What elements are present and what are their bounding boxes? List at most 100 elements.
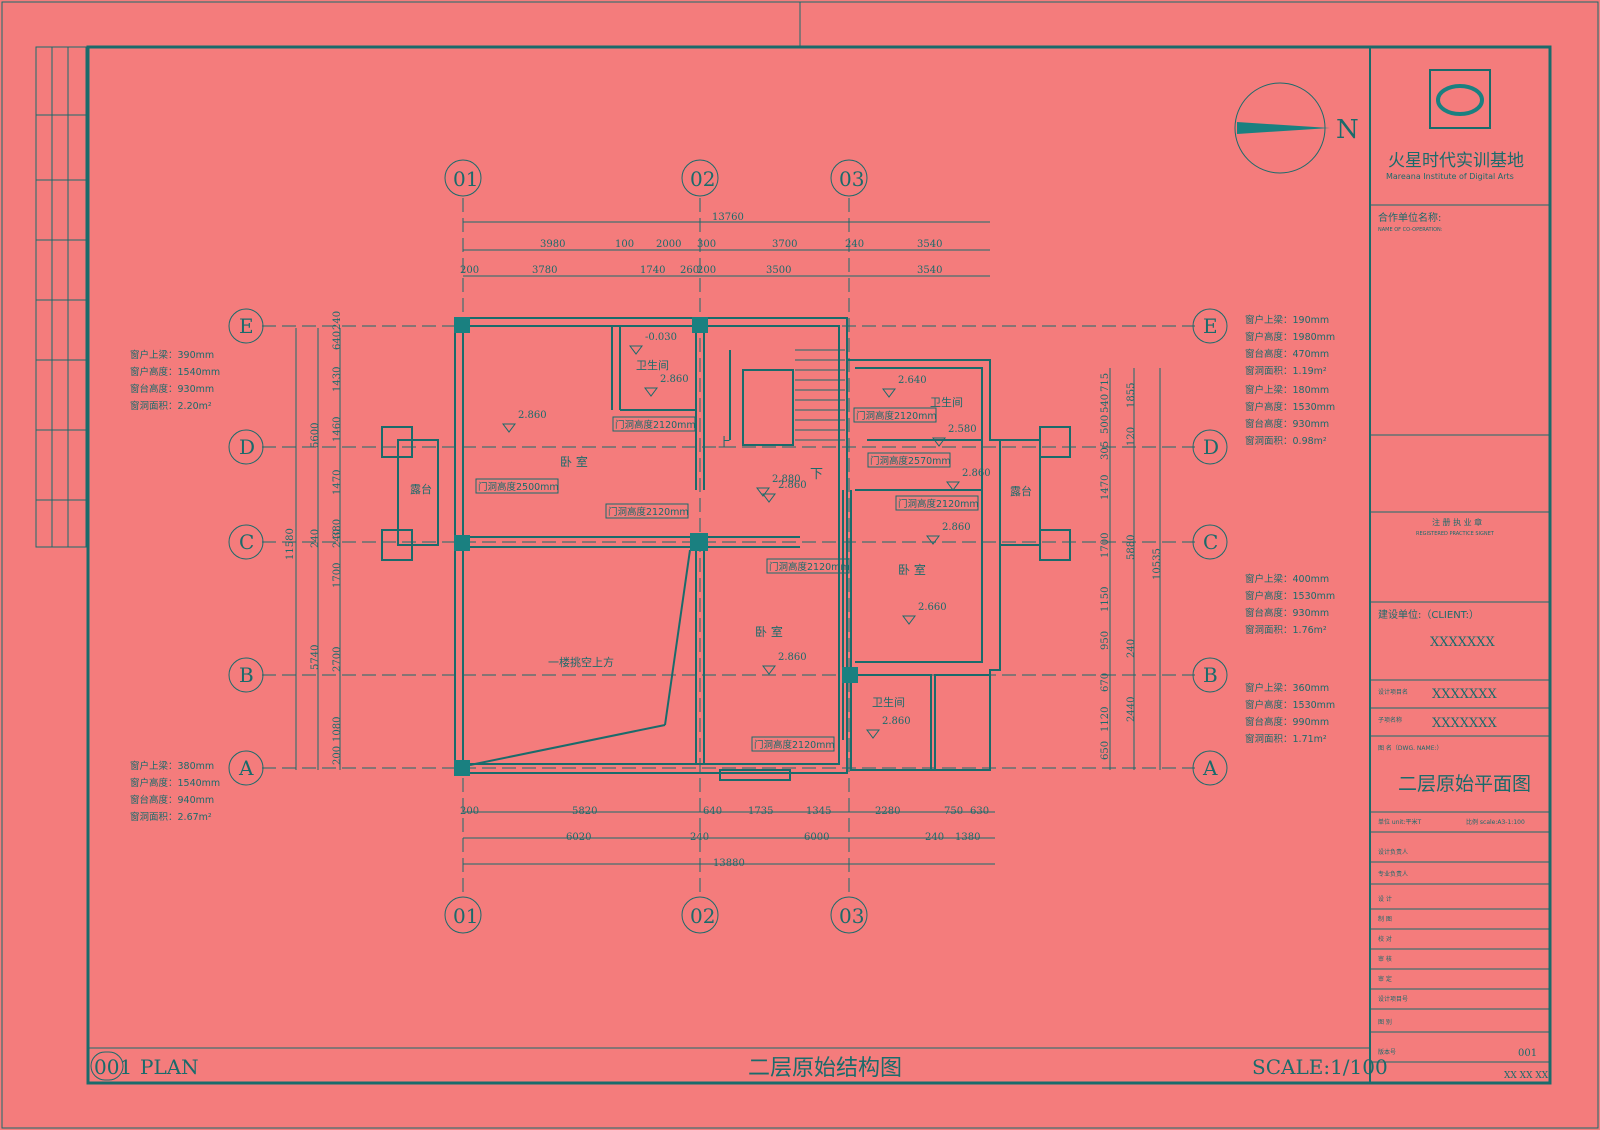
level-value: 2.860 xyxy=(778,652,807,663)
window-note-right-4: 窗台高度：990mm xyxy=(1245,716,1329,728)
dim-left-fine: 1700 xyxy=(332,563,343,588)
dim-left-fine: 640 xyxy=(332,331,343,350)
axis-label-right: C xyxy=(1203,530,1218,554)
dim-bottom-row1: 630 xyxy=(970,806,989,817)
door-note-box xyxy=(895,495,979,511)
dim-bottom-row2: 6020 xyxy=(566,832,591,843)
axis-label-left: C xyxy=(239,530,254,554)
dim-left-fine: 200 xyxy=(332,746,343,765)
level-value: 2.860 xyxy=(660,374,689,385)
axis-label-top: 01 xyxy=(453,167,478,191)
window-note-right-3: 窗户上梁：400mm xyxy=(1245,573,1329,585)
level-value: 2.860 xyxy=(882,716,911,727)
scale-label: SCALE:1/100 xyxy=(1252,1055,1388,1079)
dim-right-a: 715 xyxy=(1100,373,1111,392)
dim-bottom-row2: 240 xyxy=(925,832,944,843)
dim-top-row2: 3780 xyxy=(532,265,557,276)
dim-top-row1: 300 xyxy=(697,239,716,250)
axis-label-left: B xyxy=(239,663,254,687)
window-note-left-top: 窗户上梁：390mm xyxy=(130,349,214,361)
sub-project-value: XXXXXXX xyxy=(1432,716,1498,731)
door-note-box xyxy=(853,407,937,423)
door-note-box xyxy=(475,478,559,494)
axis-label-left: E xyxy=(239,314,254,338)
level-triangle xyxy=(629,345,643,355)
dim-right-a: 1120 xyxy=(1100,707,1111,732)
window-note-right-1: 窗户上梁：190mm xyxy=(1245,314,1329,326)
window-note-left-bottom: 窗洞面积：2.67m² xyxy=(130,811,212,823)
title-row-label: 版本号 xyxy=(1378,1048,1396,1056)
dim-top-row2: 3540 xyxy=(917,265,942,276)
level-value: 2.860 xyxy=(518,410,547,421)
scale-info: 比例 scale:A3-1:100 xyxy=(1466,818,1525,826)
title-row-label: 图 别 xyxy=(1378,1018,1392,1026)
dim-left-total: 11580 xyxy=(285,528,296,560)
axis-bubble-right xyxy=(1192,750,1228,786)
dim-right-a: 1150 xyxy=(1100,587,1111,612)
dwg-date: XX XX XX xyxy=(1504,1071,1549,1081)
dim-top-total: 13760 xyxy=(712,212,744,223)
company-name: 火星时代实训基地 xyxy=(1388,151,1524,171)
room-balcony-right: 露台 xyxy=(1010,484,1032,498)
dim-bottom-row2: 6000 xyxy=(804,832,829,843)
axis-label-right: B xyxy=(1203,663,1218,687)
dim-top-row2: 200 xyxy=(697,265,716,276)
door-note-box xyxy=(766,558,850,574)
stair-down: 下 xyxy=(810,467,823,482)
dim-right-b: 240 xyxy=(1126,639,1137,658)
axis-label-bottom: 02 xyxy=(690,904,715,928)
stair-up: 上 xyxy=(718,436,731,451)
door-note-box xyxy=(612,416,696,432)
window-note-right-4: 窗洞面积：1.71m² xyxy=(1245,733,1327,745)
room-bathroom-1: 卫生间 xyxy=(636,358,669,372)
title-row-label: 制 图 xyxy=(1378,915,1392,923)
dim-right-a: 540 xyxy=(1100,394,1111,413)
dim-top-row1: 2000 xyxy=(656,239,681,250)
axis-label-top: 02 xyxy=(690,167,715,191)
axis-bubble-left xyxy=(228,429,264,465)
axis-bubble-left xyxy=(228,308,264,344)
axis-bubble-left xyxy=(228,524,264,560)
window-note-right-4: 窗户高度：1530mm xyxy=(1245,699,1335,711)
sub-project-label: 子项名称 xyxy=(1378,716,1402,724)
axis-label-bottom: 03 xyxy=(839,904,864,928)
dim-bottom-row1: 5820 xyxy=(572,806,597,817)
dim-left-fine: 1080 xyxy=(332,717,343,742)
window-note-right-2: 窗户高度：1530mm xyxy=(1245,401,1335,413)
room-bedroom-2: 卧 室 xyxy=(898,562,926,577)
coop-label: 合作单位名称: xyxy=(1378,211,1441,224)
window-note-right-2: 窗台高度：930mm xyxy=(1245,418,1329,430)
level-value: 2.860 xyxy=(942,522,971,533)
dim-right-a: 650 xyxy=(1100,741,1111,760)
client-label: 建设单位:（CLIENT:） xyxy=(1378,608,1479,621)
dwg-name: 二层原始平面图 xyxy=(1398,773,1531,795)
dim-bottom-row1: 640 xyxy=(703,806,722,817)
room-bedroom-3: 卧 室 xyxy=(755,624,783,639)
door-note: 门洞高度2120mm xyxy=(608,506,689,518)
door-notes: 门洞高度2120mm门洞高度2500mm门洞高度2120mm门洞高度2120mm… xyxy=(475,407,979,752)
room-balcony-left: 露台 xyxy=(410,482,432,496)
dim-bottom-row1: 1735 xyxy=(748,806,773,817)
dim-left-fine: 380 xyxy=(332,519,343,538)
window-note-right-1: 窗户高度：1980mm xyxy=(1245,331,1335,343)
level-value: 2.880 xyxy=(772,474,801,485)
dim-right-total: 10535 xyxy=(1152,548,1163,580)
dim-bottom-row2: 240 xyxy=(690,832,709,843)
axis-bubble-bottom xyxy=(830,896,868,934)
axis-bubble-left xyxy=(228,657,264,693)
level-triangle xyxy=(932,437,946,447)
level-triangle xyxy=(502,423,516,433)
window-note-right-1: 窗洞面积：1.19m² xyxy=(1245,365,1327,377)
level-triangle xyxy=(756,487,770,497)
dim-bottom-row1: 200 xyxy=(460,806,479,817)
window-note-right-4: 窗户上梁：360mm xyxy=(1245,682,1329,694)
dim-right-b: 5880 xyxy=(1126,535,1137,560)
title-row-label: 审 核 xyxy=(1378,955,1392,963)
window-note-left-bottom: 窗户上梁：380mm xyxy=(130,760,214,772)
axis-bubble-top xyxy=(681,159,719,197)
dim-top-row1: 100 xyxy=(615,239,634,250)
level-value: 2.640 xyxy=(898,375,927,386)
